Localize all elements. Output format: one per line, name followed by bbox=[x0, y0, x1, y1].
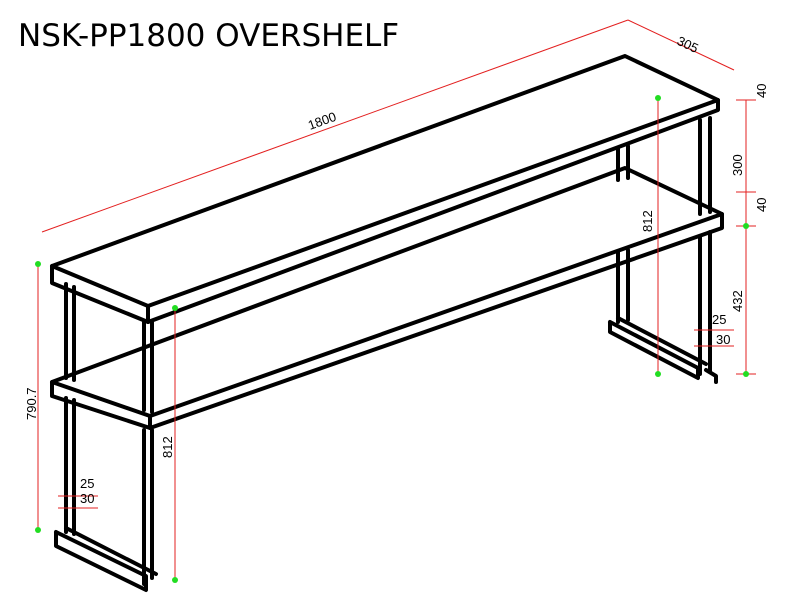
leg-front-right bbox=[142, 320, 154, 586]
foot-right bbox=[608, 316, 718, 384]
dim-790: 790.7 bbox=[24, 387, 39, 420]
leg-back-right bbox=[698, 116, 712, 376]
dim-leg-height: 432 bbox=[730, 290, 745, 312]
point-markers bbox=[35, 95, 749, 583]
dim-foot-30-left: 30 bbox=[80, 491, 94, 506]
dim-length: 1800 bbox=[306, 109, 338, 133]
dim-top-thickness: 40 bbox=[754, 84, 769, 98]
dim-foot-25-left: 25 bbox=[80, 476, 94, 491]
foot-left bbox=[54, 526, 158, 592]
overshelf-body bbox=[50, 54, 724, 592]
leg-front-left bbox=[64, 282, 76, 536]
dim-foot-25-right: 25 bbox=[712, 312, 726, 327]
top-shelf-edges bbox=[50, 98, 720, 324]
dim-lower-thickness: 40 bbox=[754, 198, 769, 212]
dim-shelf-gap: 300 bbox=[730, 154, 745, 176]
dim-right-height: 812 bbox=[640, 210, 655, 232]
dim-foot-30-right: 30 bbox=[716, 332, 730, 347]
dim-left-height: 812 bbox=[160, 436, 175, 458]
dimension-lines bbox=[37, 19, 756, 580]
top-shelf-outline bbox=[50, 54, 720, 324]
leg-back-left bbox=[616, 144, 630, 324]
lower-shelf-edges bbox=[50, 212, 724, 430]
lower-shelf-outline bbox=[50, 166, 724, 430]
drawing-title: NSK-PP1800 OVERSHELF bbox=[18, 18, 399, 54]
